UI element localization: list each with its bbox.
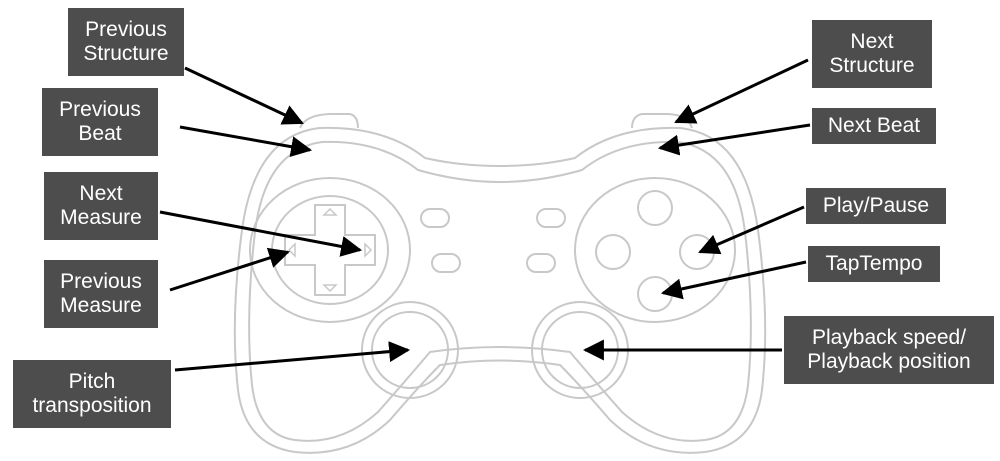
face-button-right [679, 234, 715, 270]
controller-outline [233, 126, 767, 454]
controller-inner-outline [248, 140, 752, 442]
label-previous-measure: Previous Measure [44, 260, 158, 328]
face-buttons-recess [574, 177, 736, 323]
left-shoulder-button [299, 113, 359, 129]
right-shoulder-button [631, 113, 693, 129]
label-next-beat: Next Beat [812, 108, 936, 144]
start-button-bottom-right [526, 253, 556, 273]
dpad-recess [249, 177, 411, 323]
label-next-measure: Next Measure [44, 172, 158, 240]
label-pitch-transposition: Pitch transposition [13, 360, 171, 428]
arrow-icon [159, 58, 811, 372]
arrow-play-pause [698, 205, 805, 255]
controller-body [233, 113, 767, 454]
arrow-previous-measure [169, 247, 290, 292]
select-button-bottom-left [431, 253, 461, 273]
label-previous-beat: Previous Beat [42, 88, 158, 156]
arrow-previous-beat [179, 125, 313, 158]
arrow-next-structure [674, 58, 809, 124]
label-tap-tempo: TapTempo [808, 246, 940, 282]
face-button-top [637, 190, 673, 226]
arrow-next-measure [159, 210, 363, 257]
label-play-pause: Play/Pause [806, 188, 946, 224]
arrow-tap-tempo [660, 260, 807, 300]
dpad-icon [284, 204, 376, 296]
label-playback: Playback speed/ Playback position [784, 316, 994, 384]
arrow-previous-structure [184, 66, 304, 125]
left-joystick [371, 311, 449, 389]
label-next-structure: Next Structure [812, 20, 932, 88]
start-button-top-right [536, 208, 566, 228]
label-previous-structure: Previous Structure [68, 8, 184, 76]
face-button-left [595, 234, 631, 270]
arrow-pitch-transposition [174, 341, 411, 372]
left-joystick-ring [361, 301, 459, 399]
arrow-next-beat [657, 123, 811, 156]
select-button-top-left [420, 208, 450, 228]
face-button-bottom [637, 276, 673, 312]
